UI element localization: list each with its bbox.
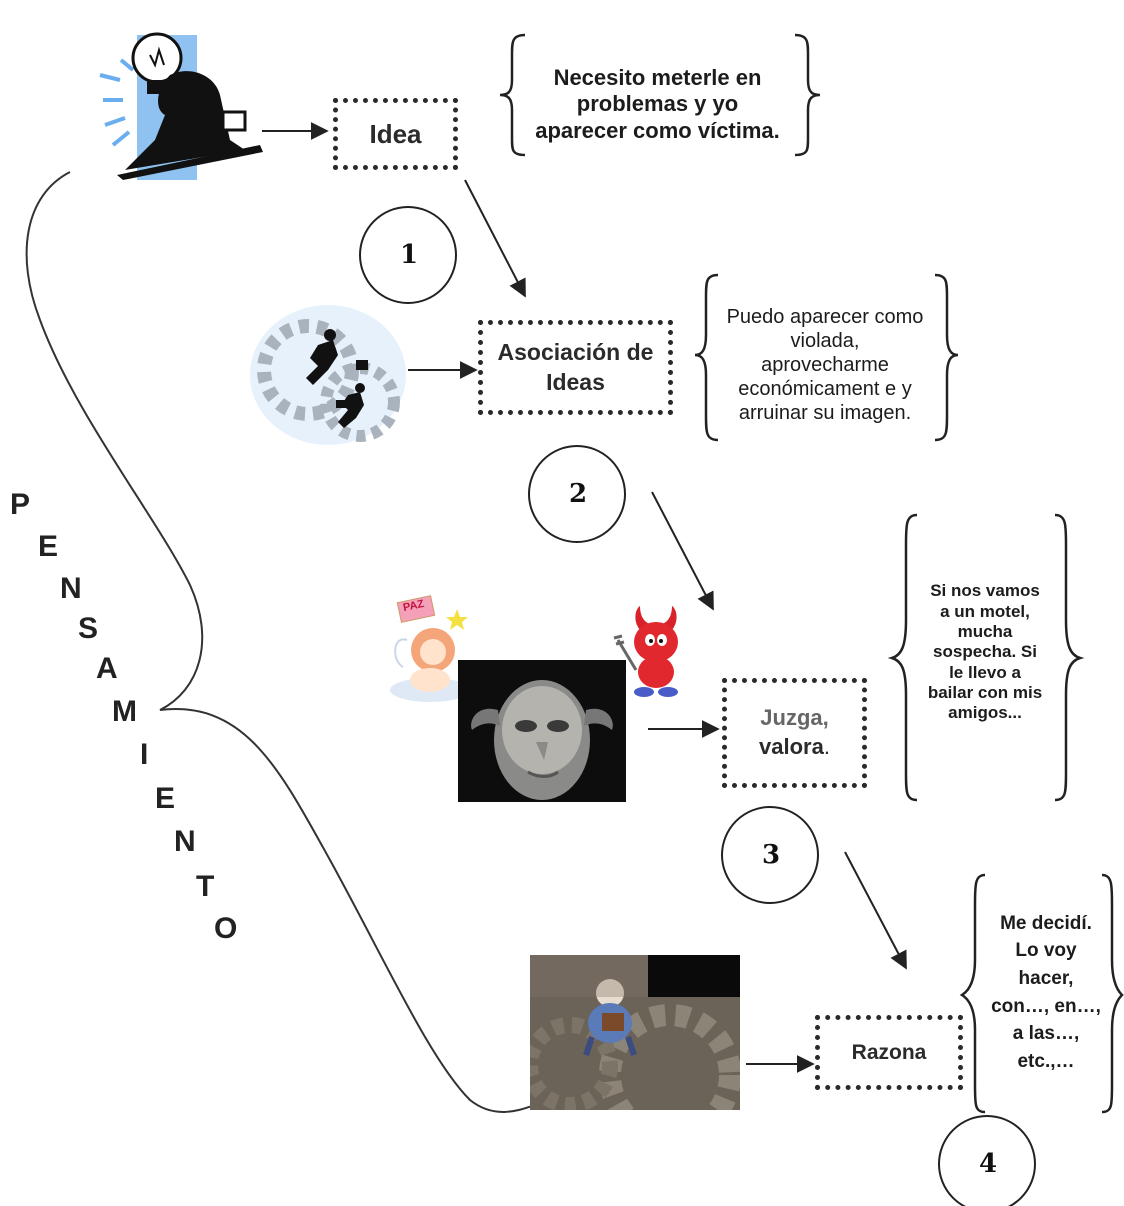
vertical-letter: E	[155, 782, 176, 815]
step-circle-1	[359, 206, 457, 304]
gears-businessmen-icon	[248, 300, 408, 450]
vertical-letter: N	[174, 825, 196, 858]
arrow-idea-to-asociacion	[464, 179, 526, 298]
razona-box: Razona	[815, 1015, 963, 1090]
thinking-curve	[25, 171, 536, 1113]
step-circle-2	[528, 445, 626, 543]
step-circle-3	[721, 806, 819, 904]
brace-left-2	[694, 273, 719, 442]
juzga-box: Juzga, valora.	[722, 678, 867, 788]
idea-label: Idea	[369, 118, 422, 149]
brace-right-2	[934, 273, 959, 442]
brace-right-4	[1101, 873, 1124, 1114]
step-number-2: 2	[568, 479, 588, 509]
devil-icon	[610, 600, 700, 700]
angel-icon: PAZ	[385, 595, 475, 705]
valora-line: valora.	[759, 733, 830, 762]
vertical-letter: S	[78, 612, 99, 645]
vertical-letter: M	[112, 695, 137, 728]
asociacion-label: Asociación de Ideas	[497, 338, 654, 395]
vertical-letter: P	[10, 488, 31, 521]
brace-right-1	[794, 33, 821, 157]
razona-label: Razona	[851, 1040, 927, 1064]
note-4: Me decidí. Lo voy hacer, con…, en…, a la…	[991, 912, 1101, 1072]
vertical-letter: E	[38, 530, 59, 563]
vertical-letter: T	[196, 870, 215, 903]
note-2: Puedo aparecer como violada, aprovecharm…	[726, 306, 924, 424]
vertical-letter: A	[96, 652, 118, 685]
asociacion-box: Asociación de Ideas	[478, 320, 673, 415]
brace-left-1	[499, 33, 526, 157]
step-number-4: 4	[978, 1149, 998, 1179]
lightbulb-businessman-icon	[95, 20, 265, 180]
brace-right-3	[1054, 513, 1085, 802]
arrow-asociacion-to-juzga	[651, 491, 714, 611]
brace-left-4	[959, 873, 986, 1114]
valora-label: valora	[759, 734, 824, 759]
valora-suffix: .	[823, 734, 830, 759]
brace-left-3	[887, 513, 918, 802]
vertical-letter: I	[140, 738, 149, 771]
vertical-letter: N	[60, 572, 82, 605]
vertical-letter: O	[214, 912, 238, 945]
gears-man-photo	[530, 955, 740, 1110]
juzga-label: Juzga,	[760, 705, 829, 731]
note-1: Necesito meterle en problemas y yo apare…	[535, 64, 780, 143]
arrow-juzga-to-razona	[844, 851, 907, 970]
step-number-1: 1	[399, 240, 419, 270]
horned-man-photo	[458, 660, 626, 802]
step-number-3: 3	[761, 840, 781, 870]
idea-box: Idea	[333, 98, 458, 170]
note-3: Si nos vamos a un motel, mucha sospecha.…	[927, 581, 1043, 723]
step-circle-4	[938, 1115, 1036, 1206]
